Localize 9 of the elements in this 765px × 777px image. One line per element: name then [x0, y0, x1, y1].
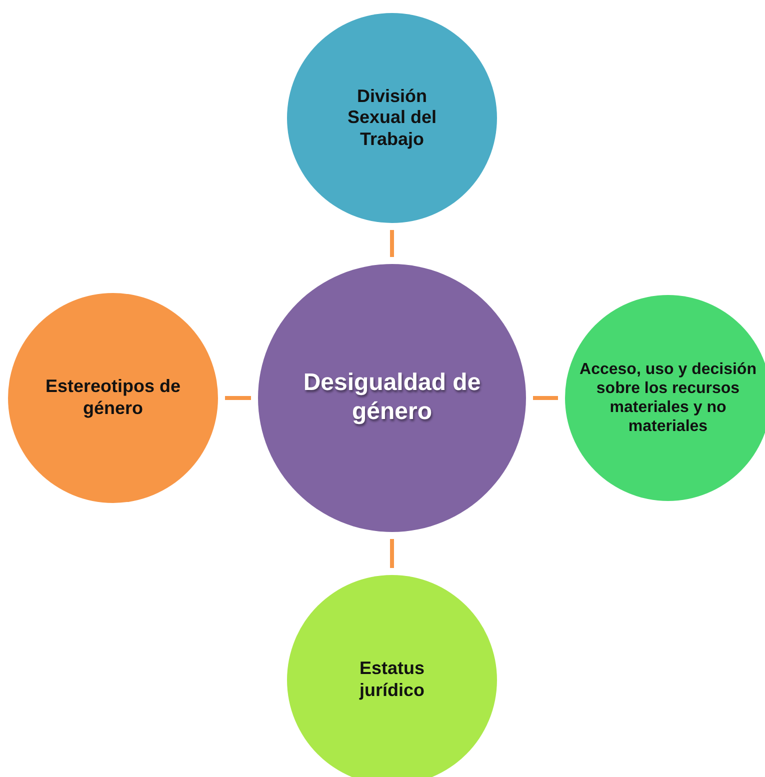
circle-label: Estereotipos de género — [44, 376, 182, 420]
connector-line — [390, 539, 394, 568]
circle-label: Estatus jurídico — [358, 658, 426, 702]
circle-label: División Sexual del Trabajo — [346, 86, 438, 150]
circle-label: Desigualdad de género — [302, 369, 482, 427]
connector-line — [390, 230, 394, 257]
connector-line — [533, 396, 558, 400]
connector-line — [225, 396, 251, 400]
circle-label: Acceso, uso y decisión sobre los recursos materiales y no materiales — [578, 360, 758, 436]
